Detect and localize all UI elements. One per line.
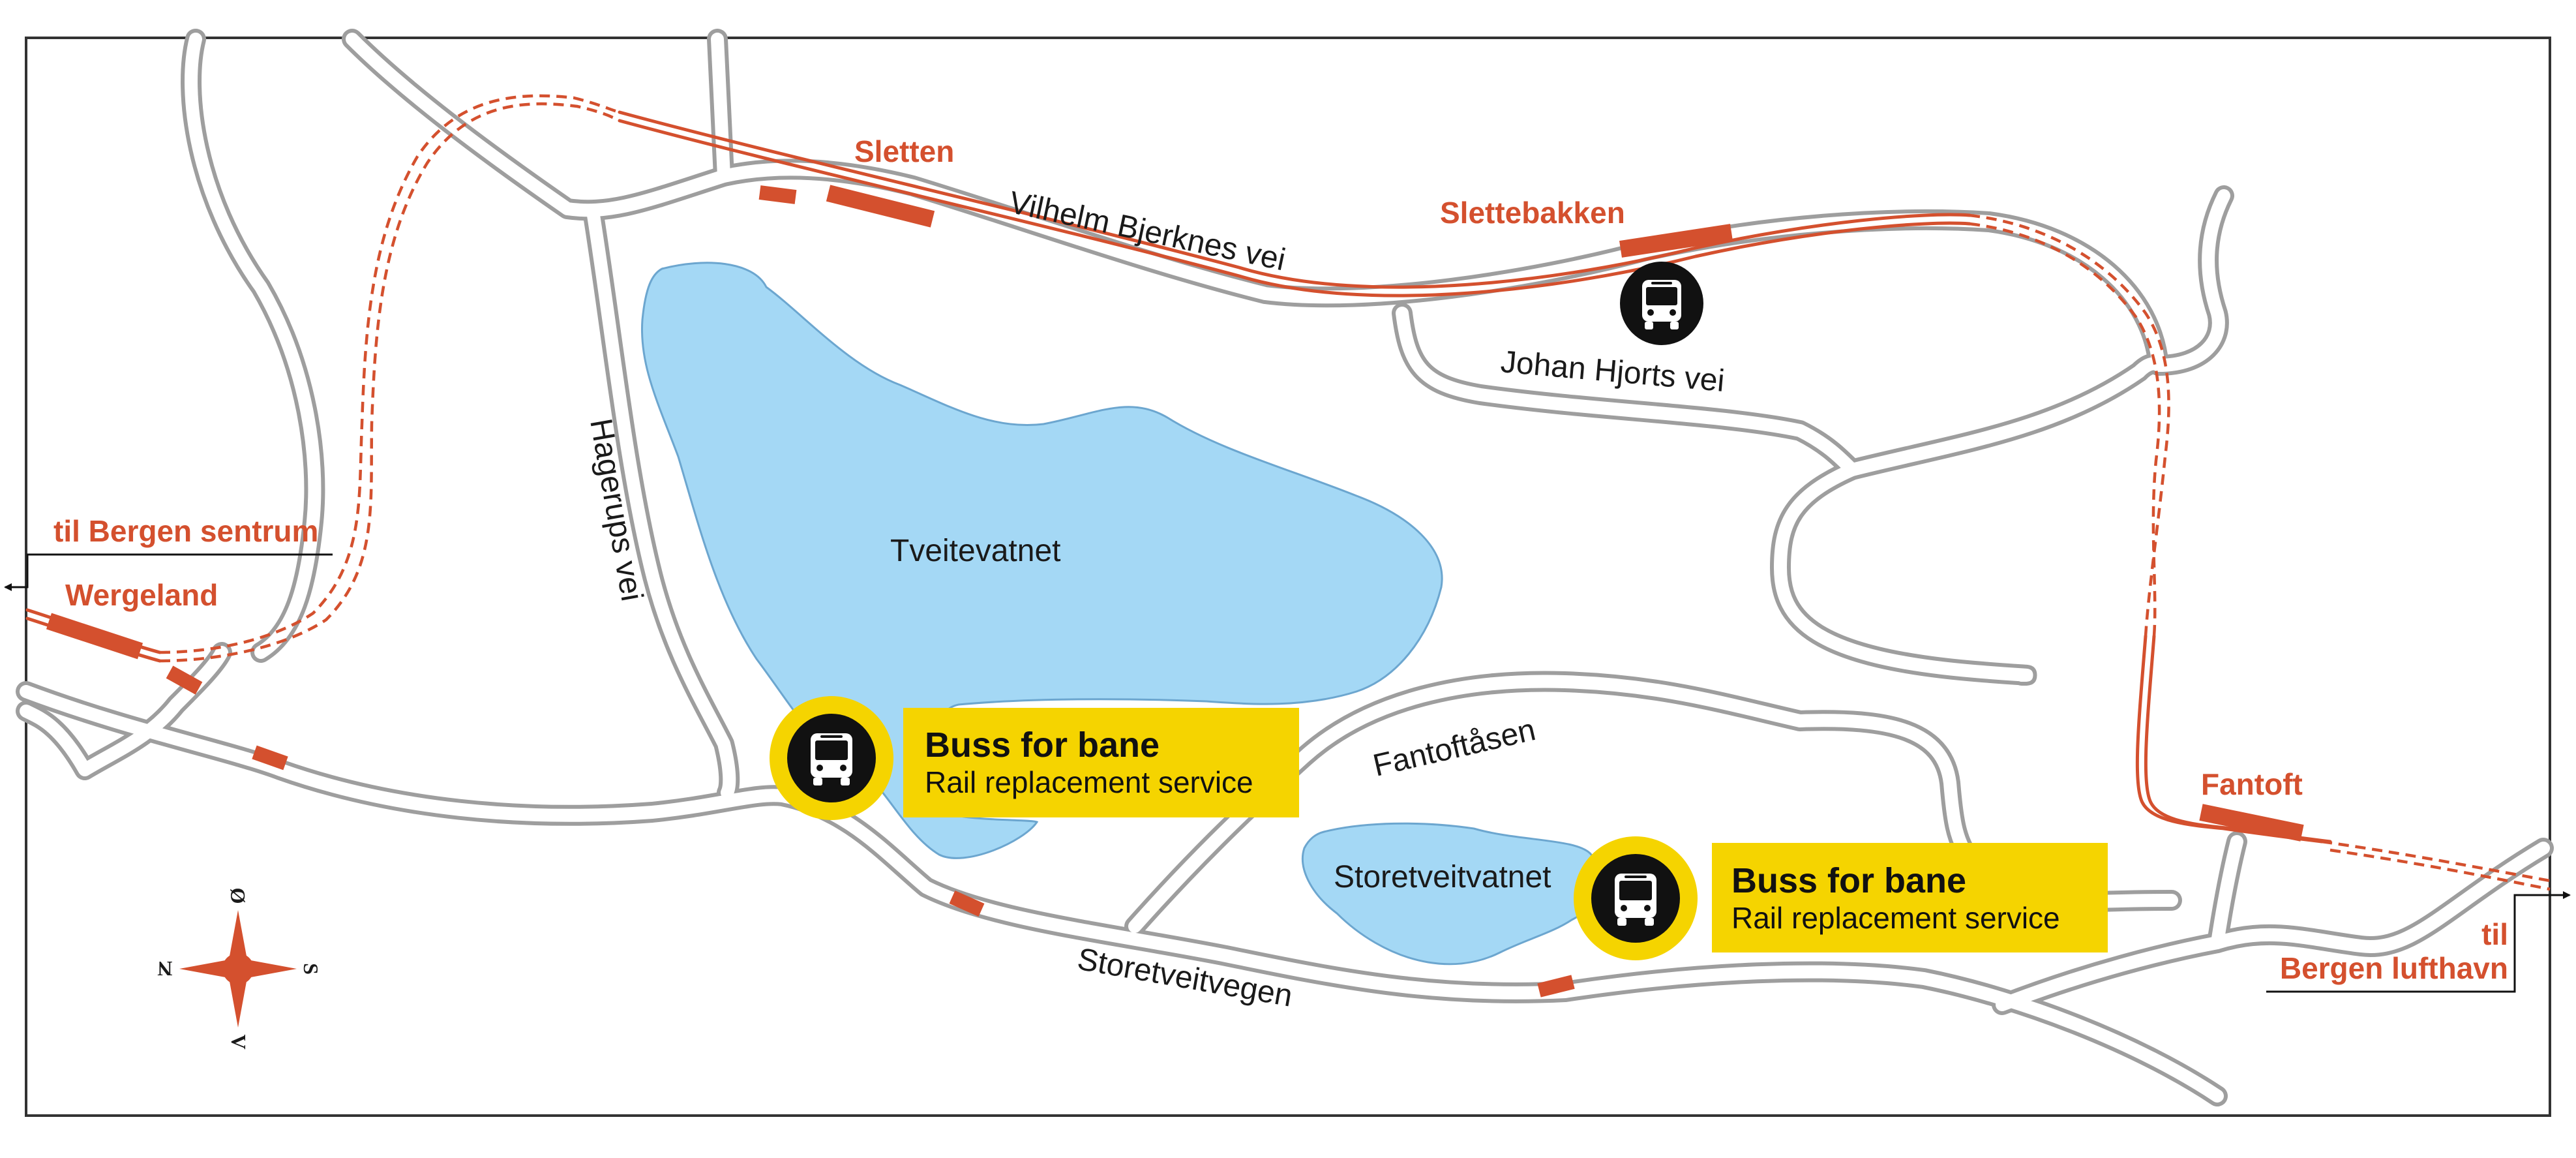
bus-stop-callout-storetveitvatnet: Buss for bane Rail replacement service [1574, 836, 2108, 960]
destination-label-bergen-sentrum: til Bergen sentrum [53, 514, 318, 548]
destination-west: til Bergen sentrum [4, 514, 333, 591]
arrow-east-icon [2266, 891, 2571, 993]
lake-label-tveitevatnet: Tveitevatnet [890, 534, 1060, 568]
station-label-wergeland: Wergeland [65, 578, 218, 612]
lake-storetveitvatnet [1301, 822, 1602, 966]
compass-label-west: V [227, 1034, 250, 1049]
bus-stop-callout-tveitevatnet: Buss for bane Rail replacement service [770, 696, 1299, 820]
destination-label-til: til [2481, 917, 2508, 951]
compass-label-north: N [157, 957, 172, 981]
callout-subtitle: Rail replacement service [925, 765, 1253, 799]
bus-icon [811, 733, 852, 785]
bus-stop-slettebakken [1620, 262, 1703, 345]
compass-label-south: S [299, 963, 323, 975]
station-label-sletten: Sletten [854, 134, 954, 168]
callout-box [903, 708, 1299, 817]
station-label-slettebakken: Slettebakken [1440, 196, 1625, 230]
station-label-fantoft: Fantoft [2201, 767, 2303, 801]
destination-east: til Bergen lufthavn [2266, 891, 2571, 993]
lake-label-storetveitvatnet: Storetveitvatnet [1334, 860, 1551, 894]
bus-icon [1615, 874, 1656, 926]
rail-line [25, 94, 2551, 998]
compass-rose-icon: Ø V N S [157, 888, 323, 1050]
bus-icon [1642, 280, 1681, 329]
compass-label-east: Ø [226, 888, 249, 904]
callout-subtitle: Rail replacement service [1731, 901, 2060, 935]
callout-box [1712, 843, 2108, 952]
callout-title: Buss for bane [925, 725, 1160, 765]
destination-label-bergen-lufthavn: Bergen lufthavn [2280, 951, 2508, 985]
arrow-west-icon [4, 553, 333, 591]
callout-title: Buss for bane [1731, 861, 1966, 900]
